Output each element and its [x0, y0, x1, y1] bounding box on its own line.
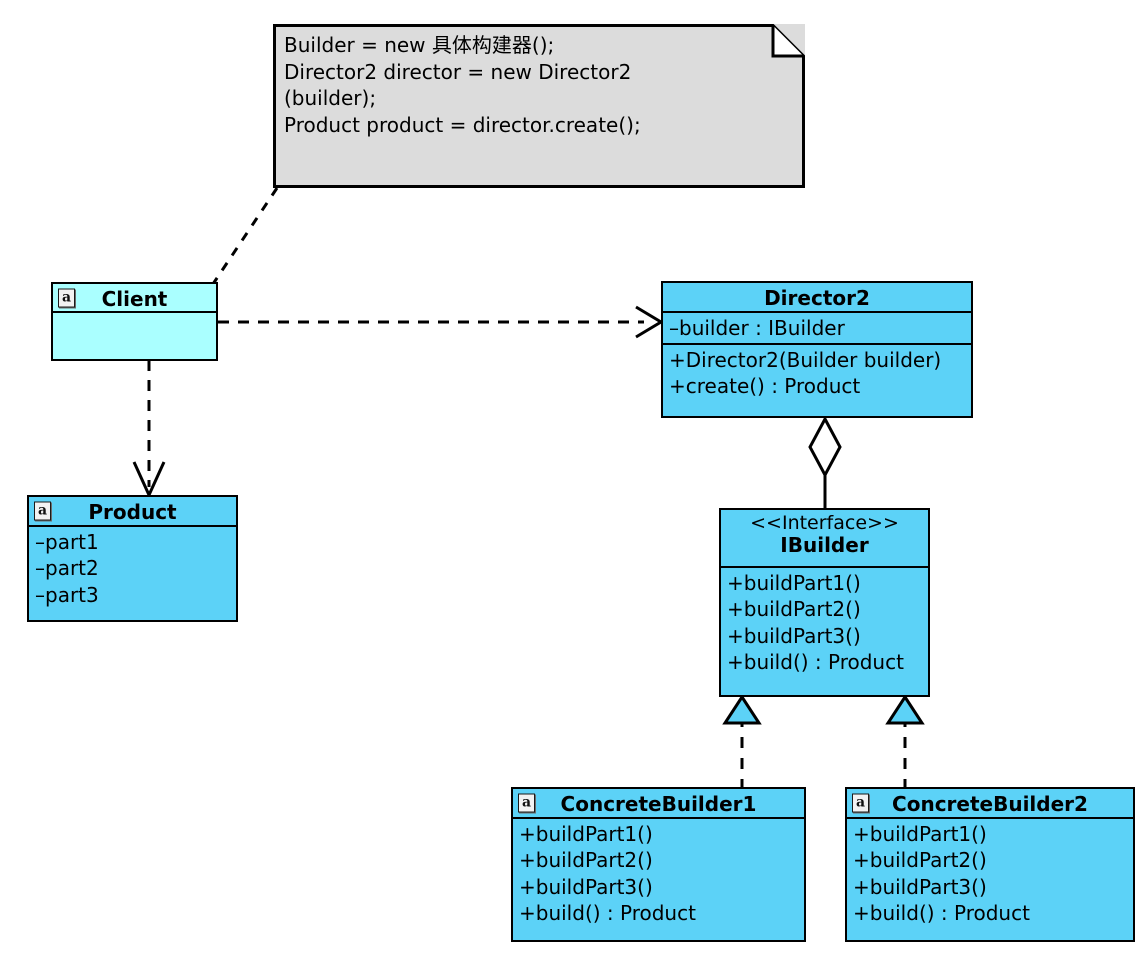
- class-box-product[interactable]: a Product –part1 –part2 –part3: [27, 495, 238, 622]
- class-name-client: Client: [101, 287, 168, 311]
- class-name-director2: Director2: [764, 286, 870, 310]
- class-operations-director2: +Director2(Builder builder) +create() : …: [663, 345, 971, 404]
- attribute-row: –part3: [35, 582, 99, 607]
- operation-row: +build() : Product: [853, 901, 1030, 926]
- attribute-row: –part1: [35, 530, 99, 554]
- operation-row: +buildPart3(): [853, 874, 987, 899]
- class-badge-icon: a: [34, 501, 51, 521]
- note-box: Builder = new 具体构建器(); Director2 directo…: [273, 24, 805, 188]
- operation-row: +buildPart3(): [727, 623, 861, 648]
- class-title-concretebuilder2: a ConcreteBuilder2: [847, 789, 1133, 819]
- operation-row: +buildPart3(): [519, 874, 653, 899]
- class-operations-ibuilder: +buildPart1() +buildPart2() +buildPart3(…: [721, 568, 928, 680]
- operation-row: +build() : Product: [727, 650, 904, 675]
- class-title-ibuilder: <<Interface>> IBuilder: [721, 510, 928, 568]
- class-title-director2: Director2: [663, 283, 971, 313]
- hollow-triangle-realization-cb1: [722, 694, 762, 725]
- operation-row: +buildPart1(): [519, 822, 653, 846]
- operation-row: +buildPart1(): [853, 822, 987, 846]
- operation-row: +buildPart2(): [853, 848, 987, 873]
- class-attributes-product: –part1 –part2 –part3: [29, 527, 236, 612]
- class-badge-icon: a: [852, 793, 869, 813]
- class-box-client[interactable]: a Client: [51, 282, 218, 361]
- operation-row: +buildPart2(): [519, 848, 653, 873]
- attribute-row: –builder : IBuilder: [669, 316, 845, 340]
- class-name-product: Product: [88, 500, 177, 524]
- class-box-ibuilder[interactable]: <<Interface>> IBuilder +buildPart1() +bu…: [719, 508, 930, 697]
- class-body-client: [53, 313, 216, 359]
- class-operations-concretebuilder2: +buildPart1() +buildPart2() +buildPart3(…: [847, 819, 1133, 931]
- class-box-concretebuilder2[interactable]: a ConcreteBuilder2 +buildPart1() +buildP…: [845, 787, 1135, 942]
- hollow-triangle-realization-cb2: [885, 694, 925, 725]
- operation-row: +Director2(Builder builder): [669, 348, 942, 372]
- operation-row: +create() : Product: [669, 374, 861, 399]
- class-stereotype-ibuilder: <<Interface>>: [750, 512, 899, 534]
- class-badge-icon: a: [58, 288, 75, 307]
- class-attributes-director2: –builder : IBuilder: [663, 313, 971, 345]
- class-badge-icon: a: [518, 793, 535, 813]
- attribute-row: –part2: [35, 556, 99, 581]
- operation-row: +buildPart2(): [727, 597, 861, 622]
- class-operations-concretebuilder1: +buildPart1() +buildPart2() +buildPart3(…: [513, 819, 804, 931]
- arrowhead-open-product: [132, 461, 166, 499]
- hollow-diamond-aggregation: [808, 415, 842, 479]
- edge-note-anchor: [211, 187, 279, 285]
- note-fold-icon: [273, 24, 805, 188]
- class-title-product: a Product: [29, 497, 236, 527]
- class-title-concretebuilder1: a ConcreteBuilder1: [513, 789, 804, 819]
- operation-row: +build() : Product: [519, 901, 696, 926]
- note-text: Builder = new 具体构建器(); Director2 directo…: [284, 33, 641, 137]
- operation-row: +buildPart1(): [727, 571, 861, 595]
- class-name-concretebuilder1: ConcreteBuilder1: [560, 792, 757, 816]
- class-box-concretebuilder1[interactable]: a ConcreteBuilder1 +buildPart1() +buildP…: [511, 787, 806, 942]
- class-name-concretebuilder2: ConcreteBuilder2: [892, 792, 1088, 816]
- class-box-director2[interactable]: Director2 –builder : IBuilder +Director2…: [661, 281, 973, 418]
- class-title-client: a Client: [53, 284, 216, 313]
- class-name-ibuilder: IBuilder: [780, 533, 869, 558]
- arrowhead-open-director2: [635, 305, 664, 339]
